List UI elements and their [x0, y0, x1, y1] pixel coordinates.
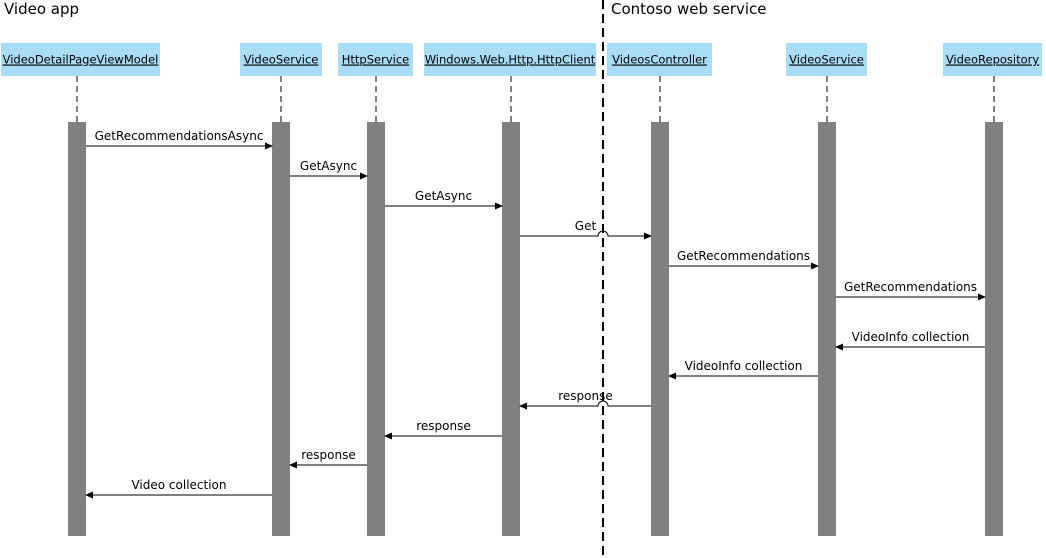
participant-videoscontroller-4-activation-bar: [651, 122, 669, 536]
participant-videoservice-1-activation-bar: [272, 122, 290, 536]
participant-videoservice-1-label: VideoService: [244, 53, 319, 67]
participant-windows-web-http-httpclient-3-activation-bar: [502, 122, 520, 536]
section-title-video-app: Video app: [4, 0, 80, 18]
participant-videorepository-6-label: VideoRepository: [946, 53, 1040, 67]
message-response-8-arrow: [519, 400, 651, 410]
message-get-3-arrow: [520, 230, 652, 240]
participant-videoservice-5-label: VideoService: [789, 53, 864, 67]
message-videoinfo-collection-6-label: VideoInfo collection: [852, 330, 970, 344]
participant-httpservice-2-box: [338, 43, 413, 76]
message-response-9-label: response: [416, 419, 471, 433]
message-getasync-1-label: GetAsync: [300, 159, 357, 173]
message-videoinfo-collection-7-label: VideoInfo collection: [685, 359, 803, 373]
participant-videoservice-1-box: [240, 43, 322, 76]
message-get-3-label: Get: [575, 219, 597, 233]
message-getasync-2-label: GetAsync: [415, 189, 472, 203]
participant-videorepository-6-activation-bar: [985, 122, 1003, 536]
participant-windows-web-http-httpclient-3-box: [424, 43, 596, 76]
participant-httpservice-2-activation-bar: [367, 122, 385, 536]
participant-videorepository-6-box: [943, 43, 1042, 76]
message-getrecommendations-4-label: GetRecommendations: [677, 249, 810, 263]
message-response-8-label: response: [558, 389, 613, 403]
message-getrecommendations-5-label: GetRecommendations: [844, 280, 977, 294]
participant-httpservice-2-label: HttpService: [342, 53, 409, 67]
message-getrecommendationsasync-0-label: GetRecommendationsAsync: [95, 129, 264, 143]
participant-windows-web-http-httpclient-3-label: Windows.Web.Http.HttpClient: [425, 53, 596, 67]
participant-videoscontroller-4-box: [607, 43, 712, 76]
section-title-contoso-web-service: Contoso web service: [611, 0, 767, 18]
participant-videodetailpageviewmodel-0-label: VideoDetailPageViewModel: [3, 53, 159, 67]
participant-videoservice-5-activation-bar: [818, 122, 836, 536]
participant-videodetailpageviewmodel-0-box: [1, 43, 160, 76]
participant-videoservice-5-box: [786, 43, 867, 76]
participant-videodetailpageviewmodel-0-activation-bar: [68, 122, 86, 536]
message-video-collection-11-label: Video collection: [131, 478, 226, 492]
participant-videoscontroller-4-label: VideosController: [612, 53, 707, 67]
message-response-10-label: response: [301, 448, 356, 462]
